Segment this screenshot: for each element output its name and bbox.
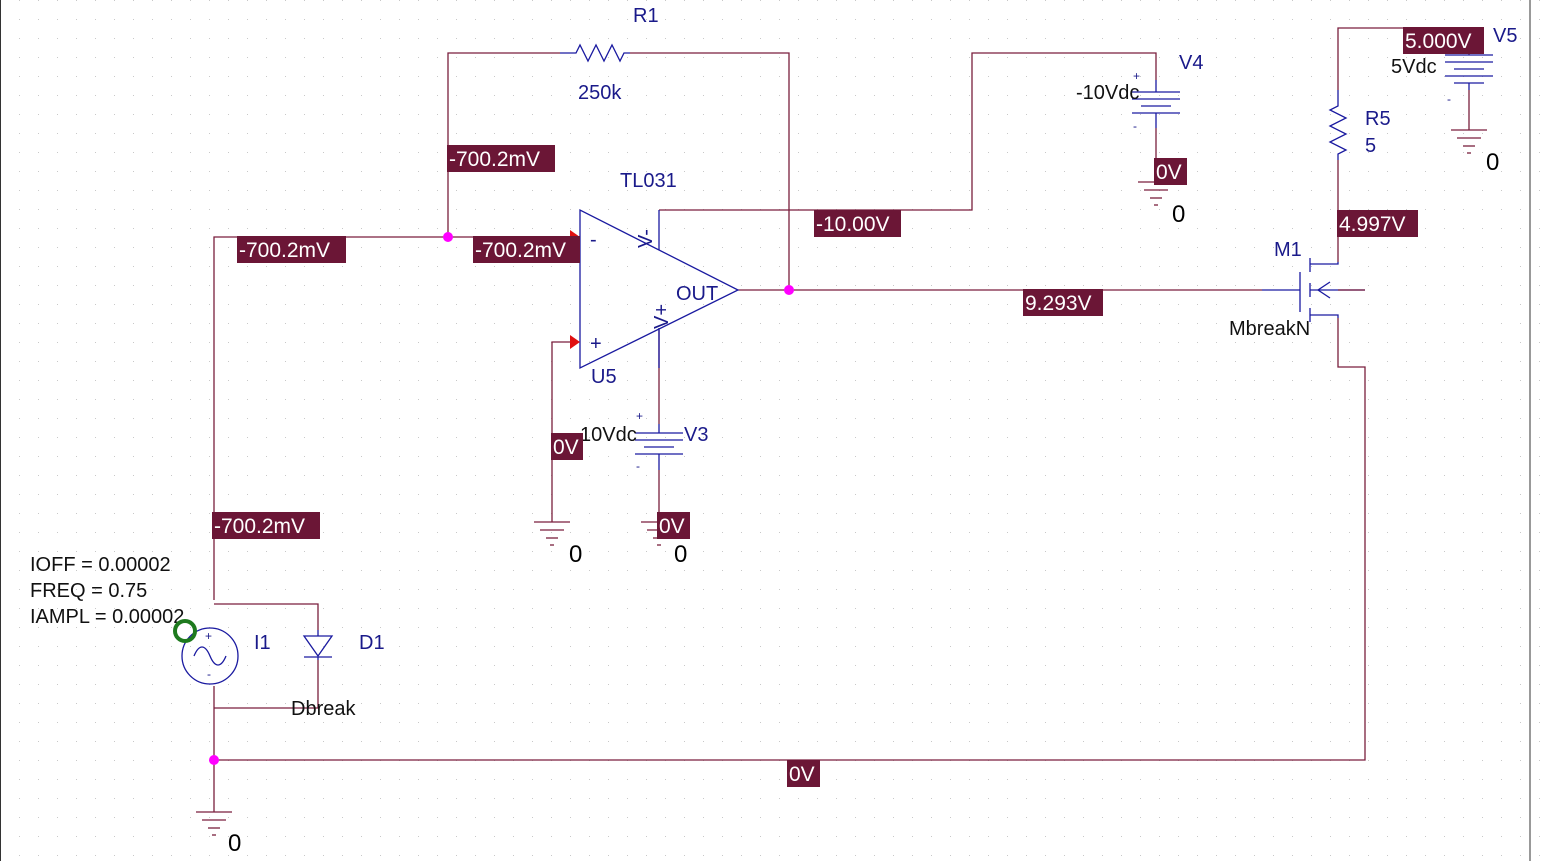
i1-param-iampl: IAMPL = 0.00002 <box>30 606 184 628</box>
voltage-label-noninv[interactable]: 0V <box>551 433 583 460</box>
voltage-label-source-top[interactable]: -700.2mV <box>212 512 320 539</box>
polarity-plus: + <box>205 629 212 643</box>
i1-param-ioff: IOFF = 0.00002 <box>30 554 171 576</box>
u5-pin-plus: + <box>590 333 602 355</box>
ground-main: 0 <box>196 811 241 857</box>
v4-value: -10Vdc <box>1076 82 1139 104</box>
voltage-label-v5-top[interactable]: 5.000V <box>1403 27 1484 54</box>
wire-feedback-right <box>630 52 790 290</box>
junction-dot <box>443 232 453 242</box>
u5-pin-vpos: V+ <box>651 304 673 329</box>
u5-model: TL031 <box>620 170 677 192</box>
d1-name: D1 <box>359 632 385 654</box>
ground-label: 0 <box>228 830 241 857</box>
r1-name: R1 <box>633 5 659 27</box>
wire-source-return <box>214 318 1366 761</box>
m1-model: MbreakN <box>1229 318 1310 340</box>
svg-text:0V: 0V <box>553 436 579 459</box>
voltage-label-vneg[interactable]: -10.00V <box>814 210 901 237</box>
svg-text:-10.00V: -10.00V <box>816 213 890 236</box>
current-source-i1[interactable]: + - I1 IOFF = 0.00002 FREQ = 0.75 IAMPL … <box>30 554 271 685</box>
resistor-r1[interactable]: R1 250k <box>560 5 659 104</box>
polarity-plus: + <box>636 409 643 423</box>
svg-text:0V: 0V <box>1156 161 1182 184</box>
i1-name: I1 <box>254 632 271 654</box>
v3-name: V3 <box>684 424 708 446</box>
voltage-label-output[interactable]: 9.293V <box>1023 289 1103 316</box>
resistor-r5[interactable]: R5 5 <box>1328 90 1391 160</box>
ground-label: 0 <box>569 541 582 568</box>
ground-label: 0 <box>674 541 687 568</box>
ground-label: 0 <box>1486 149 1499 176</box>
voltage-label-drain[interactable]: 4.997V <box>1337 210 1418 237</box>
polarity-minus: - <box>1133 119 1137 133</box>
d1-model: Dbreak <box>291 698 356 720</box>
v5-name: V5 <box>1493 25 1517 47</box>
i1-param-freq: FREQ = 0.75 <box>30 580 147 602</box>
svg-text:-700.2mV: -700.2mV <box>239 239 330 262</box>
svg-text:-700.2mV: -700.2mV <box>449 148 540 171</box>
polarity-plus: + <box>1133 69 1140 83</box>
u5-pin-out: OUT <box>676 283 718 305</box>
selection-handle-icon[interactable] <box>173 619 197 643</box>
u5-pin-minus: - <box>590 229 597 251</box>
diode-d1[interactable]: D1 Dbreak <box>291 630 385 720</box>
polarity-minus: - <box>1447 92 1451 106</box>
r1-value: 250k <box>578 82 622 104</box>
v5-value: 5Vdc <box>1391 56 1437 78</box>
wire-diode-top <box>214 603 319 630</box>
junction-dot <box>784 285 794 295</box>
svg-text:-700.2mV: -700.2mV <box>475 239 566 262</box>
v4-name: V4 <box>1179 52 1203 74</box>
mosfet-m1[interactable]: M1 MbreakN <box>1229 239 1365 340</box>
wire-feedback-left <box>447 52 560 237</box>
ground-noninv: 0 <box>534 521 582 568</box>
voltage-label-feedback[interactable]: -700.2mV <box>447 145 555 172</box>
polarity-minus: - <box>207 667 211 681</box>
voltage-label-v4-ground[interactable]: 0V <box>1154 158 1187 185</box>
voltage-label-inverting[interactable]: -700.2mV <box>473 236 580 263</box>
svg-text:0V: 0V <box>659 515 685 538</box>
svg-text:0V: 0V <box>789 763 815 786</box>
v3-value: 10Vdc <box>580 424 637 446</box>
wire-diode-bottom <box>214 660 319 709</box>
junction-dot <box>209 755 219 765</box>
r5-value: 5 <box>1365 135 1376 157</box>
svg-text:9.293V: 9.293V <box>1025 292 1092 315</box>
svg-text:-700.2mV: -700.2mV <box>214 515 305 538</box>
voltage-label-left-wire[interactable]: -700.2mV <box>237 236 346 263</box>
voltage-label-return[interactable]: 0V <box>787 760 820 787</box>
battery-v3[interactable]: + - V3 10Vdc <box>580 409 708 473</box>
u5-pin-vneg: V- <box>635 229 657 248</box>
m1-name: M1 <box>1274 239 1302 261</box>
r5-name: R5 <box>1365 108 1391 130</box>
wire-noninv <box>551 341 572 522</box>
ground-v5: 0 <box>1451 129 1499 176</box>
battery-v5[interactable]: - V5 5Vdc <box>1391 25 1517 106</box>
u5-name: U5 <box>591 366 617 388</box>
voltage-label-v3-ground[interactable]: 0V <box>657 512 690 539</box>
svg-text:4.997V: 4.997V <box>1339 213 1406 236</box>
polarity-minus: - <box>636 459 640 473</box>
ground-label: 0 <box>1172 201 1185 228</box>
battery-v4[interactable]: + - V4 -10Vdc <box>1076 52 1203 133</box>
svg-text:5.000V: 5.000V <box>1405 30 1472 53</box>
pin-arrow <box>570 335 580 349</box>
